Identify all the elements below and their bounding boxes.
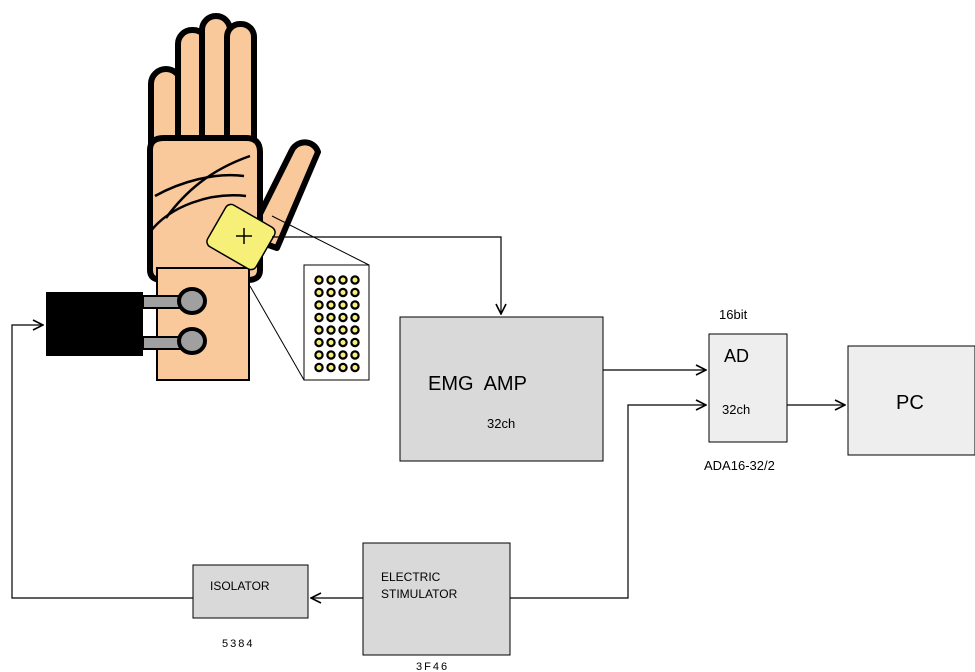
palm-lines: [149, 154, 251, 233]
electrode-dot: [314, 325, 324, 335]
wrist: [156, 267, 250, 381]
electrode-dot: [326, 325, 336, 335]
signal-line-isolator-to-connector: [11, 325, 193, 599]
electrode-dot: [326, 362, 336, 373]
electrode-dot: [326, 350, 336, 360]
ad-title: AD: [724, 346, 749, 366]
electrode-dot: [326, 300, 336, 310]
emg-amp-channels: 32ch: [487, 416, 515, 431]
ad-channels: 32ch: [722, 402, 750, 417]
electrode-dot: [338, 287, 348, 298]
electrode-dot: [314, 287, 324, 298]
stimulator-block: [362, 542, 511, 656]
electrode-dot: [314, 275, 324, 285]
electrode-dot: [350, 337, 360, 348]
electrode-dot: [326, 312, 336, 323]
isolator-title: ISOLATOR: [210, 579, 270, 593]
stimulator-model: 3F46: [416, 661, 449, 672]
electrode-dot: [350, 312, 360, 323]
isolator-block: [192, 564, 309, 619]
electrode-pad-icon: [206, 203, 276, 271]
electrode-dot: [314, 337, 324, 348]
electrode-dot: [326, 287, 336, 298]
ad-model: ADA16-32/2: [704, 458, 775, 473]
electrode-dot: [338, 325, 348, 335]
electrode-dot: [314, 300, 324, 310]
ad-block: [708, 333, 788, 443]
electrode-dot: [338, 362, 348, 373]
stimulator-title-line2: STIMULATOR: [381, 587, 458, 601]
electrode-dot: [350, 325, 360, 335]
pc-title: PC: [896, 392, 924, 414]
stimulation-connector-icon: [46, 287, 207, 356]
electrode-dot: [350, 275, 360, 285]
electrode-dot: [314, 312, 324, 323]
stimulator-title-line1: ELECTRIC: [381, 570, 441, 584]
electrode-dot: [350, 362, 360, 373]
electrode-dot: [326, 275, 336, 285]
electrode-dot: [326, 337, 336, 348]
signal-line-to-amp: [272, 236, 501, 314]
electrode-dot: [338, 350, 348, 360]
electrode-dot: [314, 350, 324, 360]
electrode-dot: [314, 362, 324, 373]
electrode-dot: [350, 350, 360, 360]
electrode-dot: [350, 287, 360, 298]
ad-bits-label: 16bit: [719, 307, 748, 322]
emg-amp-block: [399, 316, 604, 462]
signal-line-stim-to-ad: [510, 405, 706, 599]
isolator-model: 5384: [222, 638, 254, 650]
electrode-dot: [350, 300, 360, 310]
electrode-dot: [338, 312, 348, 323]
electrode-dot: [338, 300, 348, 310]
electrode-dot: [338, 275, 348, 285]
electrode-dot: [338, 337, 348, 348]
electrode-array-icon: [303, 264, 370, 381]
emg-amp-title: EMG AMP: [428, 373, 527, 395]
pc-block: [847, 345, 975, 456]
